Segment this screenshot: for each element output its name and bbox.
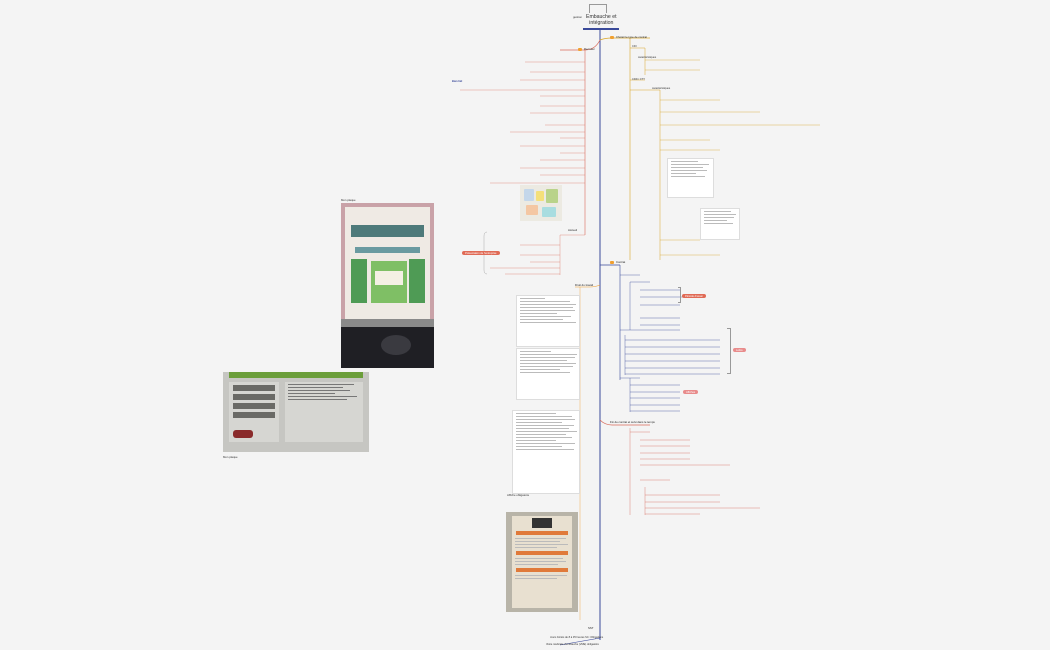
bracket-lettre bbox=[727, 328, 731, 374]
flag-icon bbox=[578, 48, 582, 51]
sticky-notes-photo[interactable] bbox=[520, 185, 562, 221]
branch-contrat[interactable]: Contrat bbox=[616, 260, 626, 264]
tag-periode-essai[interactable]: Période d'essai bbox=[682, 294, 706, 298]
label-caracteristiques-2[interactable]: caractéristiques bbox=[652, 87, 671, 90]
doc-page-1[interactable] bbox=[516, 295, 580, 347]
card-photo[interactable] bbox=[223, 372, 369, 452]
tag-affiches[interactable]: Affiches bbox=[683, 390, 699, 394]
root-node[interactable]: gestion Embauche et intégration bbox=[573, 14, 617, 26]
doc-page-2[interactable] bbox=[516, 348, 580, 400]
tag-presentation[interactable]: Présentation de l'entreprise bbox=[462, 251, 500, 255]
root-subtitle: gestion bbox=[573, 15, 583, 19]
flag-icon bbox=[610, 36, 614, 39]
label-cdi[interactable]: CDI bbox=[632, 45, 637, 48]
branch-fin-contrat[interactable]: Fin de contrat et suivi dans le temps bbox=[610, 420, 655, 424]
doc-thumbnail-1[interactable] bbox=[667, 158, 714, 198]
branch-recruter[interactable]: Recruter bbox=[584, 47, 595, 51]
whiteboard-photo[interactable] bbox=[341, 203, 434, 368]
branch-droit-travail[interactable]: Droit du travail bbox=[575, 283, 594, 287]
caption-affiche: Affiche obligatoire bbox=[507, 493, 530, 497]
root-title-line2: intégration bbox=[589, 20, 614, 26]
flag-icon bbox=[610, 261, 614, 264]
caption-photo-2: Mon plaque bbox=[223, 455, 238, 459]
branch-contract-type[interactable]: Choisir le type de contrat bbox=[616, 35, 647, 39]
root-underline bbox=[583, 28, 619, 30]
doc-page-3[interactable] bbox=[512, 410, 580, 494]
tag-lettre[interactable]: Lettre bbox=[733, 348, 746, 352]
label-cdd-ctt[interactable]: CDD / CTT bbox=[632, 78, 645, 81]
root-frame bbox=[589, 4, 607, 13]
sst-line-2[interactable]: Visite médicale d'embauche (VME) obligat… bbox=[546, 643, 599, 646]
poster-photo[interactable] bbox=[506, 512, 578, 612]
label-caracteristiques-1[interactable]: caractéristiques bbox=[638, 56, 657, 59]
branch-sst[interactable]: SST bbox=[588, 626, 594, 630]
root-title-line1: Embauche et bbox=[586, 14, 617, 20]
branch-accueil[interactable]: Accueil bbox=[568, 228, 578, 232]
sst-line-1[interactable]: Jours Fériés de 8 à 35 heures SC: Obliga… bbox=[550, 636, 604, 639]
doc-thumbnail-2[interactable] bbox=[700, 208, 740, 240]
note-bien-fait: Bien fait bbox=[452, 80, 463, 83]
caption-photo-1: Mon plaque bbox=[341, 198, 356, 202]
bracket-periode bbox=[678, 287, 681, 303]
